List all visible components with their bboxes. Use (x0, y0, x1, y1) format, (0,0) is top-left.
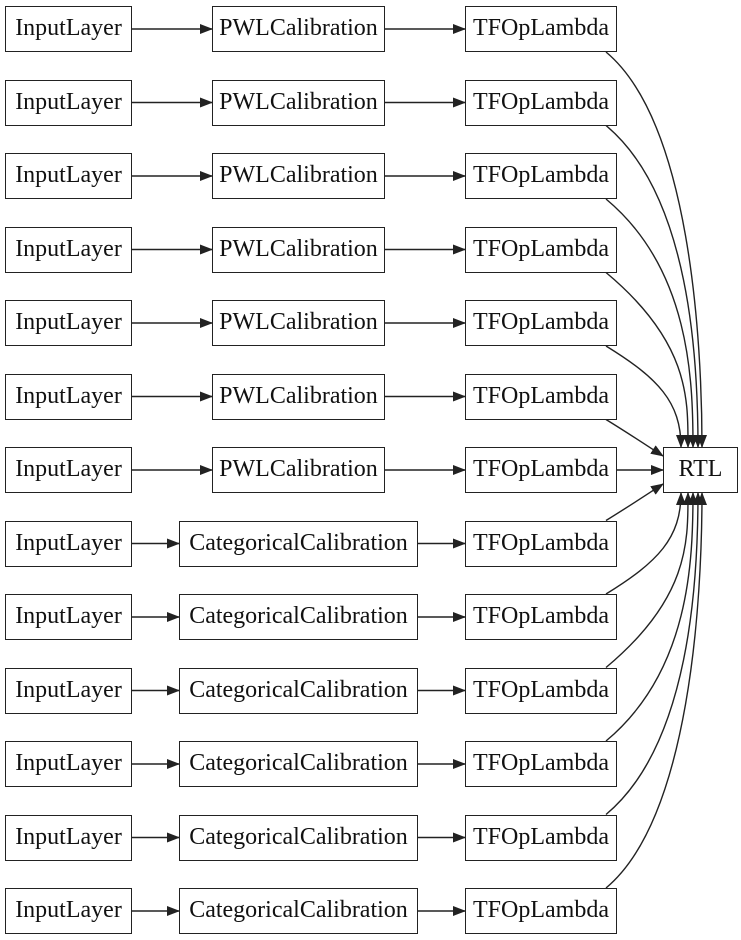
calibration-node: CategoricalCalibration (179, 814, 418, 861)
tfop-lambda-node: TFOpLambda (465, 373, 617, 420)
input-layer-node: InputLayer (5, 520, 132, 567)
tfop-lambda-node-label: TFOpLambda (473, 235, 609, 262)
calibration-node-label: CategoricalCalibration (189, 750, 408, 776)
input-layer-node: InputLayer (5, 447, 132, 493)
calibration-node-label: PWLCalibration (219, 88, 378, 115)
input-layer-node: InputLayer (5, 741, 132, 787)
input-layer-node: InputLayer (5, 79, 132, 126)
tfop-lambda-node-label: TFOpLambda (473, 897, 609, 923)
tfop-lambda-node: TFOpLambda (465, 814, 617, 861)
tfop-lambda-node: TFOpLambda (465, 300, 617, 346)
tfop-lambda-node-label: TFOpLambda (473, 823, 609, 850)
edge-lambda-to-rtl (605, 51, 707, 448)
edge-lambda-to-rtl (605, 271, 694, 448)
input-layer-node-label: InputLayer (15, 88, 122, 115)
calibration-node: PWLCalibration (212, 300, 385, 346)
calibration-node-label: PWLCalibration (219, 15, 378, 41)
tfop-lambda-node: TFOpLambda (465, 594, 617, 640)
tfop-lambda-node-label: TFOpLambda (473, 15, 609, 41)
edge-lambda-to-rtl (605, 492, 698, 742)
tfop-lambda-node: TFOpLambda (465, 6, 617, 52)
calibration-node: CategoricalCalibration (179, 520, 418, 567)
input-layer-node: InputLayer (5, 373, 132, 420)
calibration-node-label: CategoricalCalibration (189, 676, 408, 703)
edge-lambda-to-rtl (605, 483, 664, 522)
calibration-node-label: PWLCalibration (219, 162, 378, 188)
calibration-node-label: PWLCalibration (219, 382, 378, 409)
calibration-node: PWLCalibration (212, 79, 385, 126)
tfop-lambda-node: TFOpLambda (465, 153, 617, 199)
input-layer-node-label: InputLayer (15, 382, 122, 409)
calibration-node: CategoricalCalibration (179, 667, 418, 714)
input-layer-node: InputLayer (5, 814, 132, 861)
tfop-lambda-node: TFOpLambda (465, 79, 617, 126)
calibration-node: PWLCalibration (212, 226, 385, 273)
edge-lambda-to-rtl (605, 345, 686, 448)
input-layer-node: InputLayer (5, 300, 132, 346)
input-layer-node-label: InputLayer (15, 15, 122, 41)
tfop-lambda-node-label: TFOpLambda (473, 162, 609, 188)
calibration-node: PWLCalibration (212, 447, 385, 493)
tfop-lambda-node-label: TFOpLambda (473, 529, 609, 556)
edge-lambda-to-rtl (605, 418, 664, 457)
tfop-lambda-node: TFOpLambda (465, 447, 617, 493)
calibration-node-label: PWLCalibration (219, 235, 378, 262)
tfop-lambda-node: TFOpLambda (465, 741, 617, 787)
input-layer-node: InputLayer (5, 667, 132, 714)
calibration-node: CategoricalCalibration (179, 741, 418, 787)
calibration-node: CategoricalCalibration (179, 594, 418, 640)
edge-lambda-to-rtl (605, 492, 694, 669)
tfop-lambda-node: TFOpLambda (465, 226, 617, 273)
edge-lambda-to-rtl (605, 492, 703, 816)
input-layer-node-label: InputLayer (15, 456, 122, 482)
input-layer-node-label: InputLayer (15, 750, 122, 776)
edge-lambda-to-rtl (605, 198, 698, 448)
input-layer-node-label: InputLayer (15, 823, 122, 850)
calibration-node-label: CategoricalCalibration (189, 823, 408, 850)
input-layer-node-label: InputLayer (15, 676, 122, 703)
input-layer-node-label: InputLayer (15, 603, 122, 629)
tfop-lambda-node-label: TFOpLambda (473, 603, 609, 629)
input-layer-node-label: InputLayer (15, 529, 122, 556)
input-layer-node-label: InputLayer (15, 162, 122, 188)
calibration-node-label: PWLCalibration (219, 456, 378, 482)
calibration-node-label: CategoricalCalibration (189, 529, 408, 556)
tfop-lambda-node-label: TFOpLambda (473, 88, 609, 115)
tfop-lambda-node: TFOpLambda (465, 888, 617, 934)
calibration-node: PWLCalibration (212, 373, 385, 420)
tfop-lambda-node: TFOpLambda (465, 667, 617, 714)
edge-lambda-to-rtl (605, 492, 707, 889)
rtl-node-label: RTL (678, 456, 723, 482)
edge-lambda-to-rtl (605, 124, 703, 448)
input-layer-node-label: InputLayer (15, 897, 122, 923)
tfop-lambda-node-label: TFOpLambda (473, 750, 609, 776)
calibration-node-label: CategoricalCalibration (189, 603, 408, 629)
calibration-node-label: PWLCalibration (219, 309, 378, 335)
input-layer-node: InputLayer (5, 6, 132, 52)
input-layer-node: InputLayer (5, 226, 132, 273)
calibration-node-label: CategoricalCalibration (189, 897, 408, 923)
tfop-lambda-node-label: TFOpLambda (473, 382, 609, 409)
tfop-lambda-node-label: TFOpLambda (473, 456, 609, 482)
input-layer-node-label: InputLayer (15, 309, 122, 335)
calibration-node: CategoricalCalibration (179, 888, 418, 934)
input-layer-node: InputLayer (5, 888, 132, 934)
input-layer-node-label: InputLayer (15, 235, 122, 262)
input-layer-node: InputLayer (5, 594, 132, 640)
tfop-lambda-node-label: TFOpLambda (473, 676, 609, 703)
tfop-lambda-node-label: TFOpLambda (473, 309, 609, 335)
edge-lambda-to-rtl (605, 492, 686, 595)
rtl-node: RTL (663, 447, 738, 493)
calibration-node: PWLCalibration (212, 153, 385, 199)
tfop-lambda-node: TFOpLambda (465, 520, 617, 567)
calibration-node: PWLCalibration (212, 6, 385, 52)
input-layer-node: InputLayer (5, 153, 132, 199)
